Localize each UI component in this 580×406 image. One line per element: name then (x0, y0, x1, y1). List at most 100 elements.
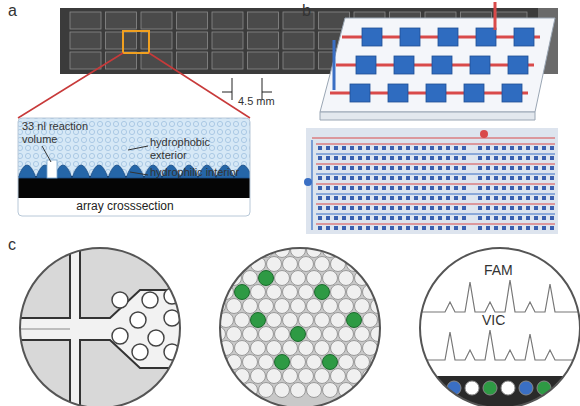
chamber-dot (326, 166, 330, 170)
chamber-dot (550, 166, 554, 170)
chamber-dot (542, 206, 546, 210)
chamber-dot (406, 146, 410, 150)
droplet (267, 285, 282, 300)
chamber-dot (534, 176, 538, 180)
channel-line (312, 137, 555, 138)
chamber-dot (478, 226, 482, 230)
droplet (483, 381, 497, 395)
droplet (283, 341, 298, 356)
droplet-array (211, 243, 394, 406)
chamber-dot (414, 166, 418, 170)
chamber-dot (334, 186, 338, 190)
chamber-dot (318, 166, 322, 170)
chamber (464, 84, 484, 102)
chamber-dot (542, 196, 546, 200)
channel-name: VIC (482, 312, 532, 328)
chamber-dot (414, 206, 418, 210)
chip-cell (70, 32, 101, 49)
chamber-dot (366, 186, 370, 190)
chamber-dot (382, 186, 386, 190)
chamber-dot (526, 176, 530, 180)
droplet (299, 369, 314, 384)
chamber-dot (398, 186, 402, 190)
chamber-dot (518, 196, 522, 200)
chamber-dot (326, 226, 330, 230)
chip-cell (248, 32, 279, 49)
chamber-dot (334, 216, 338, 220)
chamber-dot (366, 166, 370, 170)
chamber-dot (454, 166, 458, 170)
chamber-dot (446, 186, 450, 190)
droplet (307, 271, 322, 286)
chamber-dot (502, 156, 506, 160)
droplet (347, 341, 362, 356)
chamber-dot (486, 226, 490, 230)
droplet (275, 271, 290, 286)
chamber-dot (382, 196, 386, 200)
dimension-label: 4.5 mm (238, 95, 298, 108)
chamber (470, 56, 490, 74)
chamber-dot (462, 146, 466, 150)
chamber-dot (350, 176, 354, 180)
droplet (299, 313, 314, 328)
channel-name: FAM (484, 262, 534, 278)
chamber-dot (390, 186, 394, 190)
chamber-dot (534, 146, 538, 150)
chamber-dot (526, 206, 530, 210)
hydrophilic-bump (90, 165, 108, 178)
droplet (235, 285, 250, 300)
chamber-dot (486, 186, 490, 190)
chamber-dot (358, 206, 362, 210)
droplet (243, 243, 258, 258)
droplet (267, 257, 282, 272)
chamber-dot (430, 206, 434, 210)
chamber-dot (430, 226, 434, 230)
chamber-dot (342, 146, 346, 150)
chamber-dot (390, 166, 394, 170)
chamber-dot (390, 226, 394, 230)
chamber-dot (542, 226, 546, 230)
chamber-dot (366, 176, 370, 180)
chamber-dot (534, 166, 538, 170)
droplet (323, 327, 338, 342)
chamber-dot (414, 156, 418, 160)
chip-cell (177, 52, 208, 69)
chamber-dot (534, 186, 538, 190)
chamber-dot (550, 216, 554, 220)
droplet (112, 292, 128, 308)
chamber-dot (390, 206, 394, 210)
crosssection-frame (18, 118, 250, 216)
inlet-tube (333, 40, 336, 90)
chamber-dot (350, 206, 354, 210)
droplet (291, 383, 306, 398)
chamber-dot (358, 226, 362, 230)
chamber-dot (494, 186, 498, 190)
droplet (251, 341, 266, 356)
panel-letter: b (302, 2, 322, 20)
droplet (259, 299, 274, 314)
channel-line (316, 154, 555, 155)
zoom-circle (220, 248, 380, 406)
droplet (315, 257, 330, 272)
chamber-dot (526, 166, 530, 170)
chamber-dot (422, 206, 426, 210)
chip-cell (141, 12, 172, 29)
chip-cell (141, 52, 172, 69)
chamber-dot (414, 146, 418, 150)
chip-cell (212, 32, 243, 49)
droplet (307, 355, 322, 370)
chamber (350, 84, 370, 102)
chamber-dot (542, 186, 546, 190)
droplet (243, 327, 258, 342)
chip-layout (306, 128, 558, 234)
droplet (307, 383, 322, 398)
droplet (164, 288, 180, 304)
chamber-dot (414, 176, 418, 180)
chamber-dot (534, 216, 538, 220)
droplet (331, 313, 346, 328)
droplet (347, 285, 362, 300)
panel-letter: c (8, 236, 28, 254)
droplet (339, 355, 354, 370)
chamber-dot (430, 216, 434, 220)
chamber-dot (422, 176, 426, 180)
